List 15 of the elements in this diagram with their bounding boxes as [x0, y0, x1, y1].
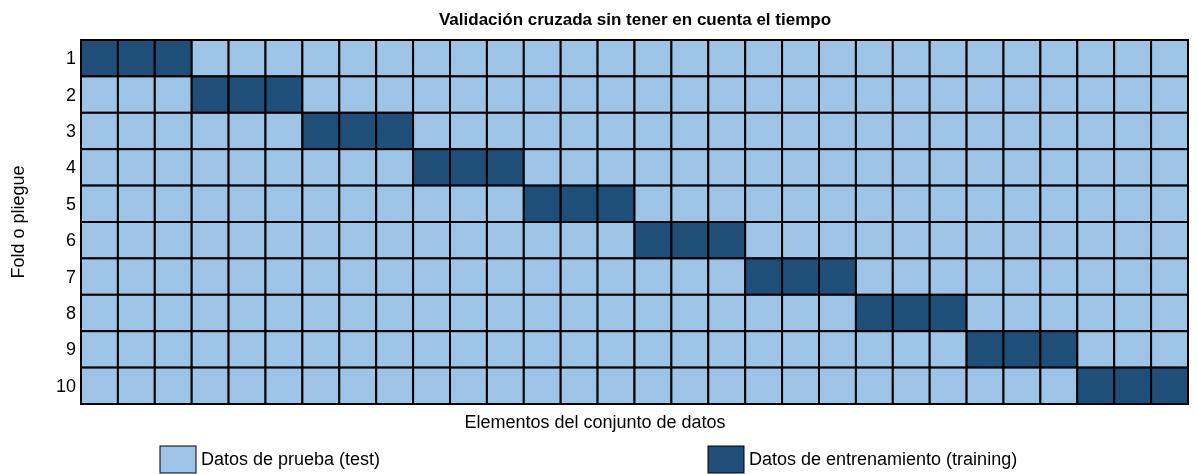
row-number: 3	[66, 120, 76, 142]
row-number: 4	[66, 156, 76, 178]
row-number: 1	[66, 47, 76, 69]
row-number: 6	[66, 229, 76, 251]
axis-title: Fold o pliegue	[7, 165, 29, 279]
legend-label: Datos de prueba (test)	[201, 449, 381, 470]
row-number: 10	[55, 375, 76, 397]
row-number: 5	[66, 193, 76, 215]
row-number: 9	[66, 338, 76, 360]
row-number: 8	[66, 302, 76, 324]
legend-label: Datos de entrenamiento (training)	[749, 449, 1018, 470]
axis-title: Elementos del conjunto de datos	[464, 412, 726, 433]
row-number: 7	[66, 266, 76, 288]
chart-title: Validación cruzada sin tener en cuenta el tiempo	[438, 10, 832, 30]
row-number: 2	[66, 84, 76, 106]
